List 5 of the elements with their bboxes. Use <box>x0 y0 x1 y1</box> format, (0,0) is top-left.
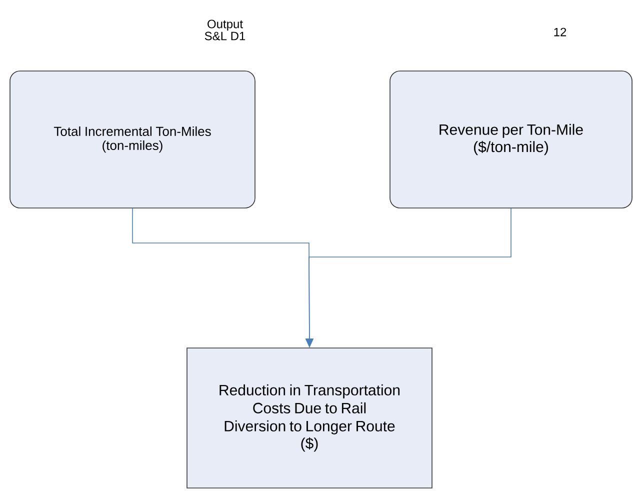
rounded-box: Revenue per Ton-Mile ($/ton-mile) <box>390 70 632 208</box>
rounded-box: Total Incremental Ton-Miles (ton-miles) <box>10 70 256 208</box>
process-box: Reduction in Transportation Costs Due to Rail Diversion to Longer Route ($) <box>186 348 432 488</box>
label-text: Output S&L D1 <box>204 20 246 40</box>
label-text: 12 <box>554 28 566 36</box>
